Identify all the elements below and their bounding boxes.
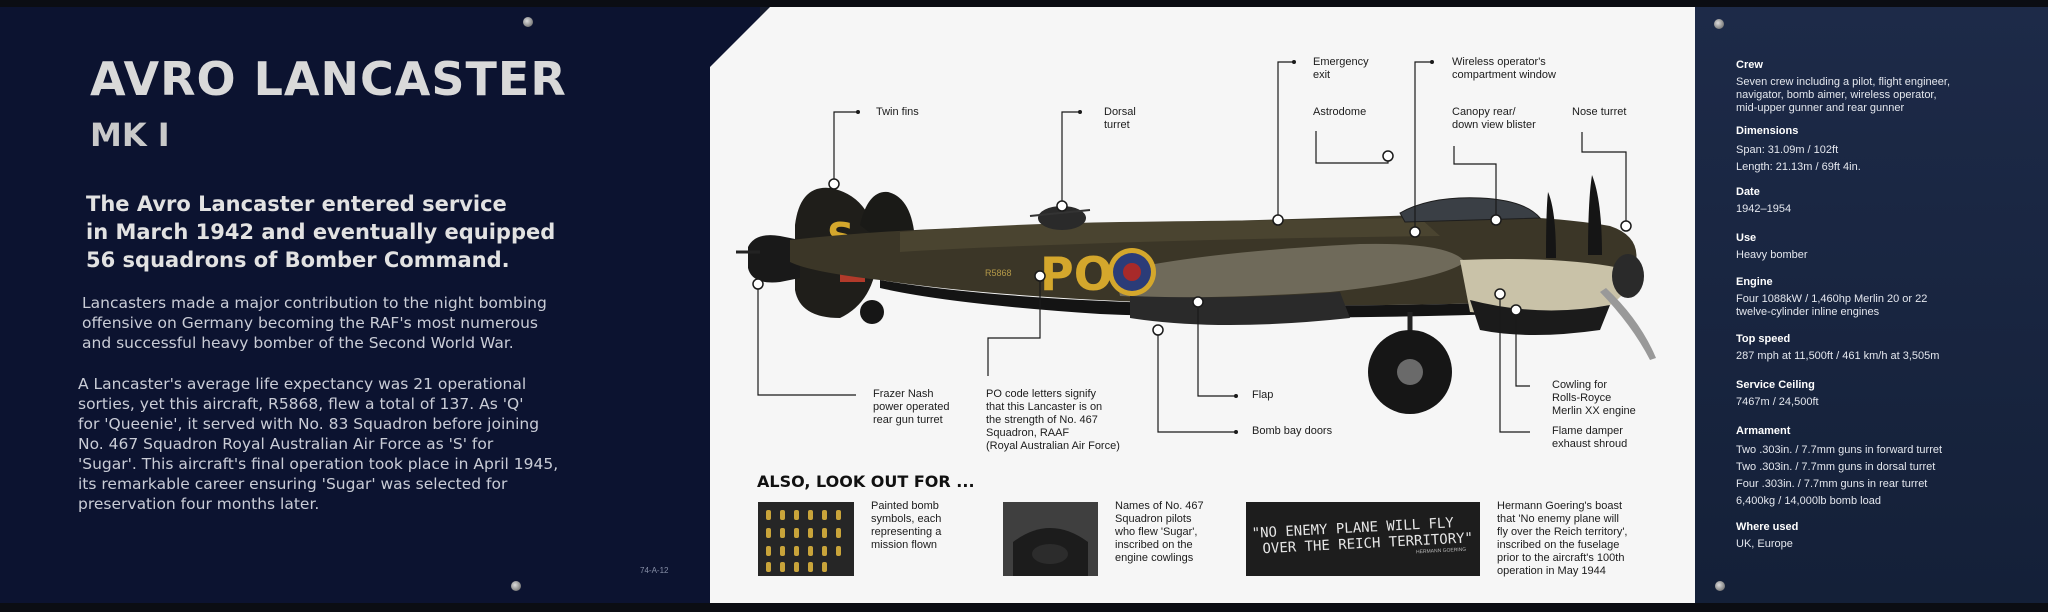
callout-dots [752,150,1632,336]
goering-boast-thumbnail: "NO ENEMY PLANE WILL FLY OVER THE REICH … [1246,502,1480,576]
serial-number: R5868 [985,268,1012,278]
label-twin-fins: Twin fins [876,106,919,118]
spec-speed-value: 287 mph at 11,500ft / 461 km/h at 3,505m [1736,350,1940,362]
history-paragraph-1: Lancasters made a major contribution to … [82,294,547,352]
fuselage-underside [880,280,1560,318]
code-letters-po: PO [1040,247,1113,301]
spec-use-value: Heavy bomber [1736,249,1808,261]
screw-icon [1715,581,1725,591]
leader-lines [757,61,1627,433]
fuselage-top-camo [900,218,1440,252]
engine-cowling [1460,259,1628,314]
spec-use-heading: Use [1736,232,1757,244]
propeller-nose [1588,175,1602,255]
spec-ceiling-heading: Service Ceiling [1736,379,1815,391]
bomb-symbols-icon [766,510,841,572]
label-frazer-nash: Frazer Nash power operated rear gun turr… [873,388,950,426]
screw-icon [1714,19,1724,29]
intro-panel [0,7,760,603]
history-paragraph-2: A Lancaster's average life expectancy wa… [78,375,559,513]
tail-wheel [860,300,884,324]
bomb-symbols-thumbnail [758,502,854,576]
spec-engine-heading: Engine [1736,276,1773,288]
page-title: AVRO LANCASTER [90,52,567,106]
spec-date-heading: Date [1736,186,1760,198]
also-item-goering-boast: Hermann Goering's boast that 'No enemy p… [1497,500,1628,577]
nose-turret [1612,254,1644,298]
label-flame-damper: Flame damper exhaust shroud [1552,425,1628,450]
propeller-blur [1600,288,1656,360]
top-edge [0,0,2048,7]
spec-dimensions-heading: Dimensions [1736,125,1799,137]
spec-where-value: UK, Europe [1736,538,1793,550]
label-wireless-window: Wireless operator's compartment window [1452,56,1556,81]
also-heading: ALSO, LOOK OUT FOR ... [757,472,975,491]
spec-crew-heading: Crew [1736,59,1763,71]
page-subtitle: MK I [90,116,170,154]
label-po-code: PO code letters signify that this Lancas… [986,388,1120,452]
engine-nacelle-inner [1130,292,1350,325]
screw-icon [511,581,521,591]
rear-turret [748,235,800,283]
intro-text: The Avro Lancaster entered service in Ma… [86,192,556,272]
engine-lower [1470,300,1610,335]
panel-code: 74-A-12 [640,566,669,575]
wing [1115,243,1465,298]
bottom-edge [0,603,2048,612]
label-flap: Flap [1252,389,1274,401]
screw-icon [523,17,533,27]
label-canopy-blister: Canopy rear/ down view blister [1452,106,1536,131]
label-nose-turret: Nose turret [1572,106,1627,118]
specs-panel: Crew Seven crew including a pilot, fligh… [1695,7,2048,603]
canopy [1399,197,1542,223]
spec-armament-value: Two .303in. / 7.7mm guns in forward turr… [1736,444,1943,507]
also-item-pilot-names: Names of No. 467 Squadron pilots who fle… [1115,500,1204,564]
label-dorsal-turret: Dorsal turret [1104,106,1136,131]
spec-date-value: 1942–1954 [1736,203,1792,215]
also-item-bomb-symbols: Painted bomb symbols, each representing … [871,500,942,551]
propeller-upper [1546,192,1556,258]
label-bomb-bay: Bomb bay doors [1252,425,1333,437]
label-emergency-exit: Emergency exit [1313,56,1369,81]
pilot-names-thumbnail [1003,502,1098,576]
spec-where-heading: Where used [1736,521,1799,533]
label-end-dots [856,60,1434,434]
label-astrodome: Astrodome [1313,106,1367,118]
goering-signature: HERMANN GOERING [1415,546,1467,556]
spec-speed-heading: Top speed [1736,333,1791,345]
label-cowling: Cowling for Rolls-Royce Merlin XX engine [1552,379,1636,417]
engine-cowling-photo-icon [1003,502,1098,576]
spec-armament-heading: Armament [1736,425,1791,437]
spec-ceiling-value: 7467m / 24,500ft [1736,396,1819,408]
spec-crew-value: Seven crew including a pilot, flight eng… [1736,76,1951,114]
